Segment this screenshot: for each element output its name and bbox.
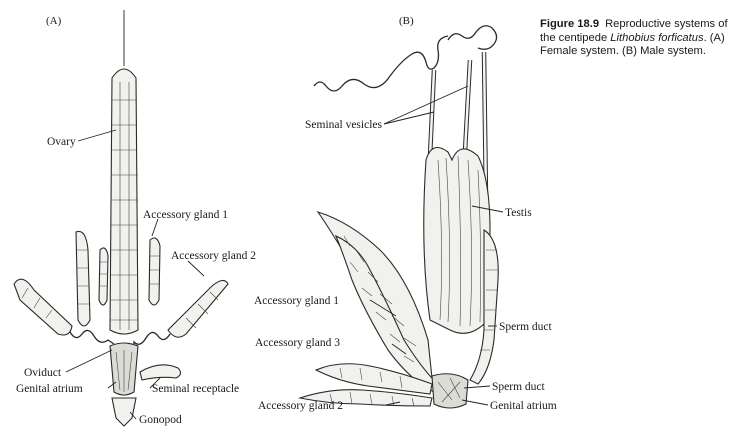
panel-b-label: (B): [399, 15, 414, 27]
leader-accessory-gland-1-b: [369, 299, 397, 317]
accessory-gland-2-left-outer: [13, 278, 73, 336]
label-genital-atrium-b: Genital atrium: [490, 400, 557, 412]
gonopod-organ: [111, 397, 137, 427]
vesicle-duct-right-inner: [482, 51, 488, 201]
leader-testis: [471, 205, 504, 213]
label-genital-atrium-a: Genital atrium: [16, 383, 83, 395]
label-accessory-gland-2-a: Accessory gland 2: [171, 250, 256, 262]
leader-seminal-vesicles-2: [383, 85, 469, 125]
leader-seminal-receptacle: [149, 377, 161, 389]
male-system-drawing: (B) Seminal vesicles Testis Accessory gl…: [254, 15, 557, 412]
leader-ovary: [77, 129, 117, 142]
gland-segments-a: [21, 249, 219, 329]
leader-accessory-gland-3-b: [391, 343, 407, 355]
sperm-duct-segments: [480, 249, 498, 351]
figure-number: Figure 18.9: [540, 18, 600, 30]
accessory-gland-1-right: [148, 237, 161, 306]
testis-folds: [437, 155, 481, 327]
oviduct-left: [69, 329, 115, 345]
leader-oviduct: [65, 349, 113, 373]
leader-genital-atrium: [107, 381, 117, 389]
ovary-organ: [109, 68, 139, 335]
testis-organ: [423, 146, 491, 334]
label-oviduct: Oviduct: [24, 367, 62, 379]
sperm-duct-tube: [469, 229, 499, 385]
leader-genital-atrium-b: [461, 399, 489, 406]
ovary-segments: [111, 82, 138, 330]
label-sperm-duct-lower: Sperm duct: [492, 381, 546, 393]
panel-a-label: (A): [46, 15, 62, 27]
seminal-vesicle-left: [313, 35, 449, 92]
label-accessory-gland-1-b: Accessory gland 1: [254, 295, 339, 307]
label-ovary: Ovary: [47, 136, 76, 148]
gland-segments-b: [329, 235, 417, 407]
label-gonopod: Gonopod: [139, 414, 182, 426]
genital-atrium-detail: [115, 350, 133, 392]
caption-text-start: Reproductive systems of the centipede: [540, 18, 728, 44]
accessory-gland-2-left-inner: [75, 230, 91, 327]
label-accessory-gland-1-a: Accessory gland 1: [143, 209, 228, 221]
leader-sperm-duct-lower: [463, 385, 491, 389]
genital-atrium-organ-b: [431, 373, 469, 409]
leader-accessory-gland-2: [187, 260, 205, 277]
label-seminal-receptacle: Seminal receptacle: [152, 383, 239, 395]
female-system-drawing: (A) Ovary Accessory gland 1 Accessory gl…: [13, 10, 256, 427]
accessory-gland-2-b-upper: [314, 363, 433, 395]
oviduct-right: [133, 331, 171, 345]
accessory-gland-1-left: [98, 247, 109, 306]
leader-accessory-gland-1: [151, 218, 159, 237]
leader-accessory-gland-2-b: [385, 401, 401, 406]
label-accessory-gland-3-b: Accessory gland 3: [255, 337, 340, 349]
leader-gonopod: [129, 411, 137, 420]
seminal-receptacle-organ: [139, 364, 182, 381]
caption-species: Lithobius forficatus: [610, 31, 704, 44]
label-testis: Testis: [505, 207, 532, 219]
label-seminal-vesicles: Seminal vesicles: [305, 119, 382, 131]
label-accessory-gland-2-b: Accessory gland 2: [258, 400, 343, 412]
caption-text-end: . (A) Female system. (B) Male system.: [540, 31, 725, 58]
leader-seminal-vesicles-1: [383, 111, 435, 125]
seminal-vesicle-right: [447, 25, 498, 50]
label-sperm-duct-upper: Sperm duct: [499, 321, 553, 333]
accessory-gland-2-right: [167, 279, 229, 338]
genital-atrium-detail-b: [437, 377, 461, 403]
